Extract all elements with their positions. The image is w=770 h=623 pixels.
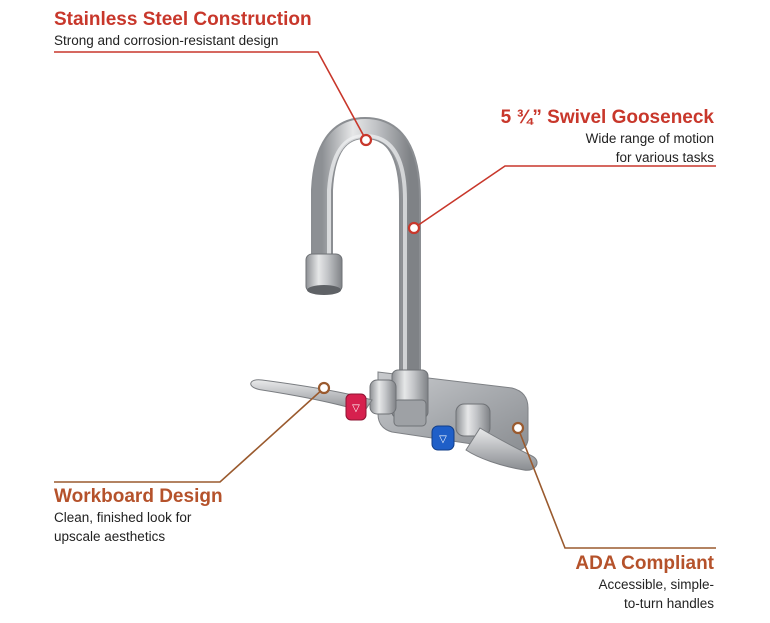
callout-stainless-steel: Stainless Steel Construction Strong and … [54,9,312,50]
marker-ada [511,421,525,435]
callout-swivel-gooseneck: 5 ¾” Swivel Gooseneck Wide range of moti… [501,107,714,167]
callout-title: ADA Compliant [575,553,714,574]
callout-workboard-design: Workboard Design Clean, finished look fo… [54,486,223,546]
hot-index-button [345,393,367,421]
leader-line-stainless [54,51,367,141]
callout-desc: for various tasks [615,150,714,165]
left-valve-body [369,379,397,415]
callout-desc: to-turn handles [623,596,714,611]
callout-title: Workboard Design [54,486,223,507]
callout-ada-compliant: ADA Compliant Accessible, simple- to-tur… [575,553,714,613]
leader-line-gooseneck [413,165,716,229]
callout-desc: upscale aesthetics [54,529,166,544]
right-blade-handle [465,427,538,471]
callout-desc: Strong and corrosion-resistant design [54,33,279,48]
callout-desc: Accessible, simple- [598,577,714,592]
svg-text:▽: ▽ [439,434,447,445]
cold-index-button [431,425,455,451]
marker-stainless [359,133,373,147]
svg-text:▽: ▽ [352,403,360,414]
marker-workboard [317,381,331,395]
callout-title: 5 ¾” Swivel Gooseneck [500,107,714,128]
right-valve-body [455,403,491,437]
leader-line-workboard [54,387,325,483]
callout-desc: Clean, finished look for [54,510,192,525]
leader-lines [54,51,716,549]
marker-gooseneck [407,221,421,235]
callout-desc: Wide range of motion [585,131,714,146]
callout-title: Stainless Steel Construction [54,9,312,30]
leader-line-ada [517,427,716,549]
